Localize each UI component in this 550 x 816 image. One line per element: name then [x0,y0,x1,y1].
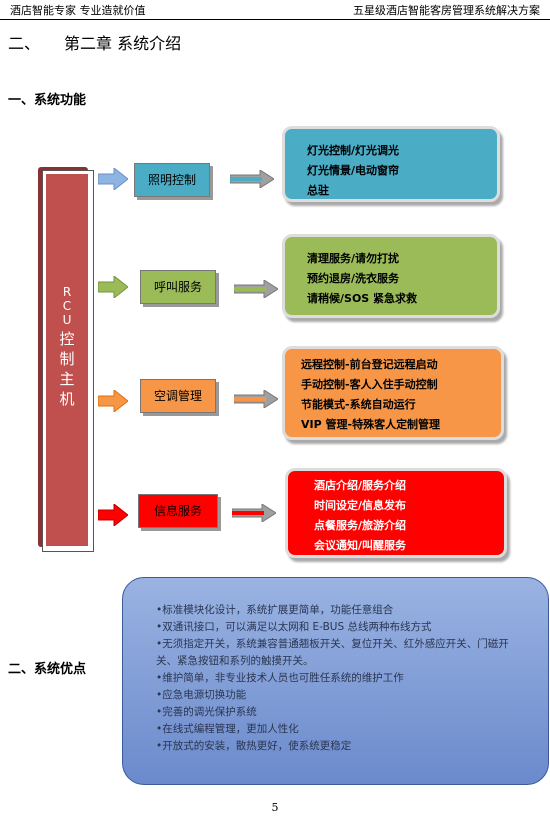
arrow-icon [98,504,128,526]
advantage-item: •完善的调光保护系统 [156,704,548,721]
advantage-text: 在线式编程管理，更加人性化 [162,723,299,735]
category-lighting: 照明控制 [134,163,210,197]
detail-item: 远程控制-前台登记远程启动 [301,358,438,371]
arrow-icon [98,276,128,298]
bullet-icon: • [156,740,163,752]
detail-box-lighting: 灯光控制/灯光调光 灯光情景/电动窗帘 总驻 [282,126,500,202]
arrow-icon [98,168,128,190]
detail-item: 预约退房/洗衣服务 [307,272,400,285]
advantage-text: 应急电源切换功能 [162,689,247,701]
advantage-item: •维护简单，非专业技术人员也可胜任系统的维护工作 [156,670,548,687]
detail-item: 清理服务/请勿打扰 [307,252,400,265]
main-unit-block [46,174,88,546]
chapter-title: 第二章 系统介绍 [64,34,182,53]
detail-item: 酒店介绍/服务介绍 [314,479,407,492]
category-label: 信息服务 [153,504,202,518]
bullet-icon: • [156,621,163,633]
advantage-item: •开放式的安装，散热更好，使系统更稳定 [156,738,548,755]
advantage-item: •无须指定开关，系统兼容普通翘板开关、复位开关、红外感应开关、门磁开关、紧急按钮… [156,636,526,670]
bullet-icon: • [156,638,163,650]
arrow-icon [234,390,278,408]
advantage-text: 开放式的安装，散热更好，使系统更稳定 [162,740,352,752]
bullet-icon: • [156,689,163,701]
detail-box-air-conditioning: 远程控制-前台登记远程启动 手动控制-客人入住手动控制 节能模式-系统自动运行 … [282,346,504,440]
detail-item: 节能模式-系统自动运行 [301,398,416,411]
bullet-icon: • [156,672,163,684]
bullet-icon: • [156,706,163,718]
bullet-icon: • [156,604,163,616]
header-right-text: 五星级酒店智能客房管理系统解决方案 [353,4,540,17]
bullet-icon: • [156,723,163,735]
arrow-icon [232,504,276,522]
detail-item: 点餐服务/旅游介绍 [314,519,407,532]
advantage-item: •在线式编程管理，更加人性化 [156,721,548,738]
advantage-item: •应急电源切换功能 [156,687,548,704]
arrow-icon [230,170,274,188]
advantage-text: 标准模块化设计，系统扩展更简单，功能任意组合 [162,604,394,616]
detail-box-info-service: 酒店介绍/服务介绍 时间设定/信息发布 点餐服务/旅游介绍 会议通知/叫醒服务 [285,468,507,558]
arrow-icon [98,390,128,412]
detail-item: 会议通知/叫醒服务 [314,539,407,552]
detail-item: 手动控制-客人入住手动控制 [301,378,438,391]
category-label: 照明控制 [147,173,196,187]
chapter-heading: 二、 第二章 系统介绍 [8,30,205,54]
header-divider [0,19,550,20]
advantage-item: •标准模块化设计，系统扩展更简单，功能任意组合 [156,602,548,619]
detail-item: 灯光控制/灯光调光 [307,144,400,157]
category-label: 呼叫服务 [153,280,202,294]
arrow-icon [234,280,278,298]
detail-item: 灯光情景/电动窗帘 [307,164,400,177]
detail-item: 总驻 [307,184,329,197]
advantage-text: 维护简单，非专业技术人员也可胜任系统的维护工作 [162,672,404,684]
page-number: 5 [271,801,279,814]
advantage-text: 双通讯接口，可以满足以太网和 E-BUS 总线两种布线方式 [162,621,432,633]
category-label: 空调管理 [153,389,202,403]
advantage-text: 完善的调光保护系统 [162,706,257,718]
category-info-service: 信息服务 [138,494,218,528]
advantage-text: 无须指定开关，系统兼容普通翘板开关、复位开关、红外感应开关、门磁开关、紧急按钮和… [156,638,509,667]
advantages-box: •标准模块化设计，系统扩展更简单，功能任意组合 •双通讯接口，可以满足以太网和 … [122,577,549,785]
category-air-conditioning: 空调管理 [140,379,216,413]
detail-item: 时间设定/信息发布 [314,499,407,512]
detail-item: VIP 管理-特殊客人定制管理 [301,418,441,431]
main-unit-label-cn: 控制主机 [59,330,75,408]
advantage-item: •双通讯接口，可以满足以太网和 E-BUS 总线两种布线方式 [156,619,548,636]
detail-box-call-service: 清理服务/请勿打扰 预约退房/洗衣服务 请稍候/SOS 紧急求救 [282,234,500,318]
chapter-number: 二、 [8,34,41,53]
header-left-text: 酒店智能专家 专业造就价值 [10,4,146,17]
section-functions-title: 一、系统功能 [8,93,87,108]
detail-item: 请稍候/SOS 紧急求救 [307,292,418,305]
category-call-service: 呼叫服务 [140,270,216,304]
section-advantages-title: 二、系统优点 [8,662,87,677]
